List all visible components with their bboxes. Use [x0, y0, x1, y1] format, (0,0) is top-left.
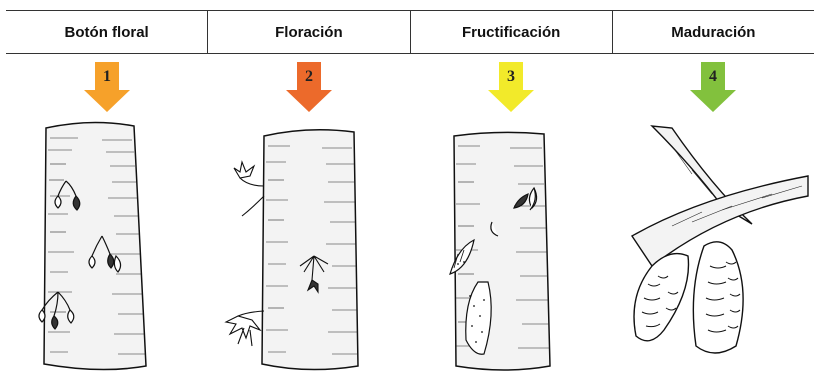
- stage-1-column: 1: [6, 54, 208, 379]
- stage-header-row: Botón floral Floración Fructificación Ma…: [6, 10, 814, 54]
- header-floracion: Floración: [208, 11, 410, 53]
- header-boton-floral: Botón floral: [6, 11, 208, 53]
- flower-bud-trunk-illustration: [6, 116, 208, 378]
- stage-4-column: 4: [612, 54, 814, 379]
- stage-number-3: 3: [507, 68, 515, 86]
- fruiting-trunk-illustration: [410, 116, 612, 378]
- stage-3-column: 3: [410, 54, 612, 379]
- stage-number-4: 4: [709, 68, 717, 86]
- stage-number-1: 1: [103, 68, 111, 86]
- stage-number-2: 2: [305, 68, 313, 86]
- header-maduracion: Maduración: [613, 11, 814, 53]
- header-fructificacion: Fructificación: [411, 11, 613, 53]
- stage-2-column: 2: [208, 54, 410, 379]
- ripe-pods-branches-illustration: [612, 116, 814, 378]
- flowering-trunk-illustration: [208, 116, 410, 378]
